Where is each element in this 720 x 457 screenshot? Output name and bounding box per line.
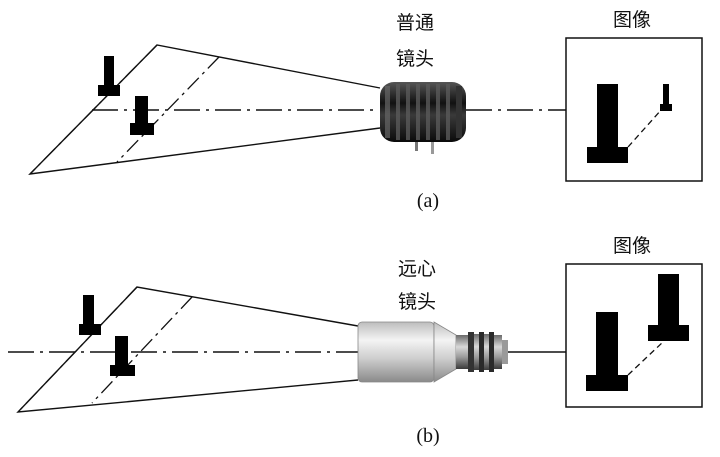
panel-b: 远心 镜头 图像 (b) bbox=[8, 235, 703, 447]
image-pin-large-a bbox=[587, 84, 628, 163]
image-box-a bbox=[565, 37, 703, 182]
object-pin-near-a bbox=[98, 56, 120, 96]
image-box-title-b: 图像 bbox=[613, 235, 651, 257]
conventional-lens bbox=[380, 82, 466, 154]
caption-b: (b) bbox=[416, 425, 439, 447]
image-pin-left-b bbox=[586, 312, 628, 391]
object-pin-far-a bbox=[130, 96, 154, 135]
caption-a: (a) bbox=[417, 190, 439, 212]
object-pin-near-b bbox=[79, 295, 101, 335]
object-pin-far-b bbox=[110, 336, 135, 376]
image-tilt-line-a bbox=[627, 108, 663, 148]
object-plane-far-b bbox=[91, 296, 193, 404]
lens-label-b-line1: 远心 bbox=[398, 258, 436, 280]
field-of-view-b bbox=[16, 286, 359, 413]
lens-label-a-line1: 普通 bbox=[396, 12, 434, 34]
image-pin-small-a bbox=[660, 84, 672, 111]
telecentric-lens bbox=[357, 321, 508, 383]
lens-label-a-line2: 镜头 bbox=[396, 48, 434, 70]
image-box-title-a: 图像 bbox=[613, 9, 651, 31]
image-pin-right-b bbox=[648, 274, 689, 341]
image-tilt-line-b bbox=[627, 340, 665, 376]
object-plane-near-a bbox=[29, 44, 158, 175]
panel-a: 普通 镜头 图像 (a) bbox=[28, 9, 703, 212]
field-of-view-a bbox=[28, 44, 381, 175]
lens-label-b-line2: 镜头 bbox=[398, 291, 436, 313]
object-plane-far-a bbox=[116, 56, 220, 163]
